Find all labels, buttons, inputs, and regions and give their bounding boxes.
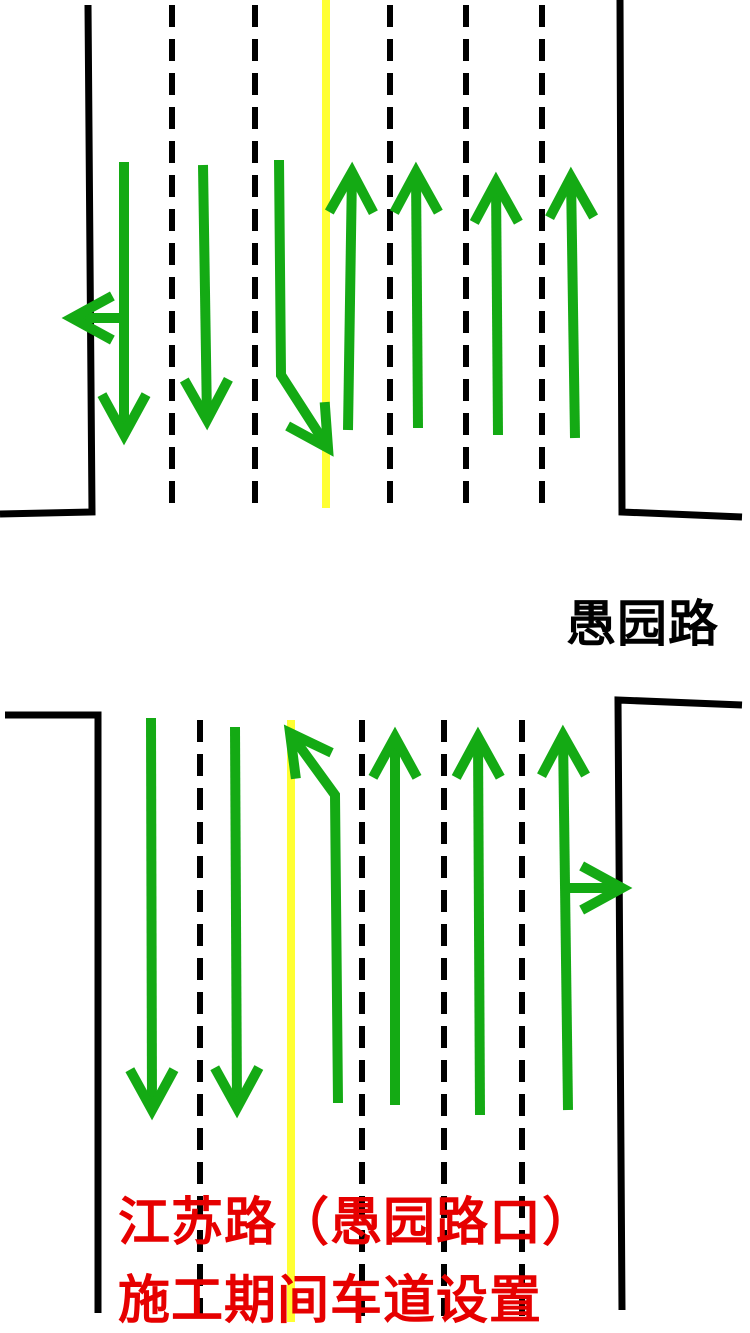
u-turn-arrowhead xyxy=(285,401,334,457)
straight-arrow xyxy=(230,726,242,1109)
right-turn-arrowhead xyxy=(579,861,633,915)
curb-top-right xyxy=(616,0,743,521)
u-turn-arrow xyxy=(274,159,333,451)
straight-arrow xyxy=(198,164,212,421)
straight-arrowhead xyxy=(324,161,378,216)
straight-arrowhead xyxy=(545,166,599,221)
straight-arrowhead xyxy=(451,726,505,780)
straight-arrow xyxy=(491,181,503,436)
straight-arrow xyxy=(146,717,157,1111)
straight-arrowhead xyxy=(389,161,443,215)
left-turn-arrow xyxy=(285,730,343,1104)
straight-arrowhead xyxy=(210,1065,264,1119)
caption-title: 江苏路（愚园路口） xyxy=(118,1193,596,1253)
left-turn-arrowhead xyxy=(283,724,334,780)
straight-arrowhead xyxy=(537,724,590,778)
curb-top-left xyxy=(0,4,96,518)
straight-arrow xyxy=(343,171,357,431)
straight-arrowhead xyxy=(469,171,523,225)
straight-arrow xyxy=(473,736,485,1116)
straight-arrow xyxy=(566,176,580,439)
caption-subtitle: 施工期间车道设置 xyxy=(118,1271,543,1331)
straight-arrowhead xyxy=(368,726,422,780)
straight-arrowhead xyxy=(125,1067,179,1121)
curb-bottom-left xyxy=(5,711,102,1313)
cross-road-label: 愚园路 xyxy=(566,595,719,653)
straight-arrowhead xyxy=(179,376,233,431)
curb-bottom-right xyxy=(614,696,743,1311)
straight-arrow xyxy=(558,734,573,1111)
straight-arrowhead xyxy=(97,392,151,446)
right-turn-arrowhead xyxy=(61,291,115,345)
straight-arrow xyxy=(411,171,423,429)
